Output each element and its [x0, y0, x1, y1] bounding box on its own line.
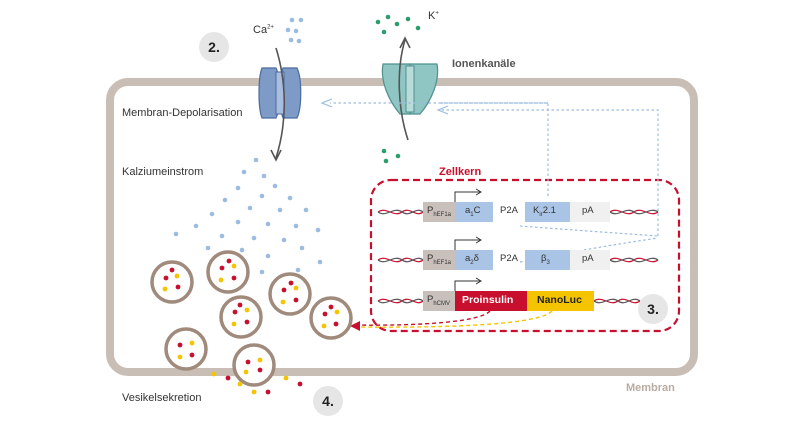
calcium-ion-label: Ca2+: [253, 24, 274, 36]
vesicle: [219, 295, 263, 339]
gene2-box-row1: [525, 202, 570, 222]
promoter-label-row3: PhCMV: [427, 294, 450, 307]
calcium-influx-label: Kalziumeinstrom: [122, 166, 204, 178]
vesicle: [232, 343, 276, 387]
gene2-sub: ir: [539, 211, 543, 218]
promoter-label-row2: PhEF1a: [427, 253, 451, 266]
nanoluc-label: NanoLuc: [537, 294, 582, 306]
potassium-dots-inside: [381, 148, 401, 164]
tss-arrow-row3: [454, 280, 480, 291]
gene2-letter: K: [533, 205, 540, 216]
vesicle: [309, 296, 353, 340]
potassium-channel: [381, 63, 439, 115]
promoter-box-row3: [423, 291, 455, 311]
linker-label-row1: P2A: [500, 205, 518, 216]
vesicles: [150, 250, 353, 387]
gene2-sub: 3: [546, 259, 550, 266]
step-badge-3: 3.: [638, 294, 668, 324]
dna-helix-row3: [377, 298, 641, 304]
vesicle: [150, 260, 194, 304]
ca-symbol: Ca: [253, 24, 268, 36]
calcium-arrow: [270, 47, 286, 162]
gene1-sub: 1: [470, 211, 474, 218]
gene2-letter: β: [541, 253, 547, 264]
promoter-letter: P: [427, 294, 434, 305]
step-badge-2: 2.: [199, 32, 229, 62]
depolarisation-label: Membran-Depolarisation: [122, 107, 243, 119]
linker-label-row2: P2A: [500, 253, 518, 264]
promoter-letter: P: [427, 205, 434, 216]
ion-channels-label: Ionenkanäle: [452, 58, 516, 70]
promoter-letter: P: [427, 253, 434, 264]
calcium-dots-outside: [285, 17, 304, 44]
gene1-box-row2: [455, 250, 493, 270]
promoter-sub: hCMV: [433, 300, 451, 307]
gene2-box-row2: [525, 250, 570, 270]
vesicle-secretion-label: Vesikelsekretion: [122, 392, 202, 404]
gene1-tail: C: [473, 205, 481, 216]
tss-arrow-row1: [454, 191, 480, 202]
gene2-label-row1: Kir2.1: [533, 205, 556, 218]
polya-label-row1: pA: [582, 205, 594, 216]
promoter-box-row2: [423, 250, 455, 270]
vesicle-cargo-red: [163, 258, 339, 395]
membrane-label: Membran: [626, 382, 675, 394]
gene1-label-row2: a2δ: [465, 253, 479, 266]
gene1-sub: 2: [470, 259, 474, 266]
tss-arrow-row2: [454, 239, 480, 250]
promoter-box-row1: [423, 202, 455, 222]
potassium-arrow: [398, 36, 411, 141]
polya-label-row2: pA: [582, 253, 594, 264]
k-symbol: K: [428, 10, 436, 22]
dna-helix-row2: [377, 257, 659, 263]
promoter-sub: hEF1a: [433, 259, 452, 266]
gene1-box-row1: [455, 202, 493, 222]
proinsulin-box: [455, 291, 527, 311]
vesicle: [206, 250, 250, 294]
nucleus-label: Zellkern: [439, 166, 482, 178]
gene2-tail: 2.1: [542, 205, 556, 216]
secretion-arrows: [350, 310, 553, 331]
polya-box-row2: [570, 250, 610, 270]
gene1-tail: δ: [473, 253, 479, 264]
k-charge: +: [435, 10, 439, 17]
proinsulin-label: Proinsulin: [462, 294, 514, 306]
step-badge-4: 4.: [313, 386, 343, 416]
gene2-label-row2: β3: [541, 253, 550, 266]
potassium-dots-outside: [375, 14, 421, 35]
promoter-label-row1: PhEF1a: [427, 205, 451, 218]
ca-charge: 2+: [267, 24, 274, 31]
gene1-label-row1: a1C: [465, 205, 481, 218]
gene1-letter: a: [465, 205, 471, 216]
promoter-sub: hEF1a: [433, 211, 452, 218]
nucleus-border: [369, 178, 681, 333]
vesicle: [164, 327, 208, 371]
dna-helix-row1: [377, 209, 659, 215]
polya-box-row1: [570, 202, 610, 222]
vesicle-cargo-yellow: [162, 263, 340, 395]
nanoluc-box: [527, 291, 594, 311]
vesicle: [268, 272, 312, 316]
calcium-channel: [258, 67, 302, 119]
potassium-ion-label: K+: [428, 10, 439, 22]
calcium-dots-inside: [173, 157, 323, 275]
gene1-letter: a: [465, 253, 471, 264]
